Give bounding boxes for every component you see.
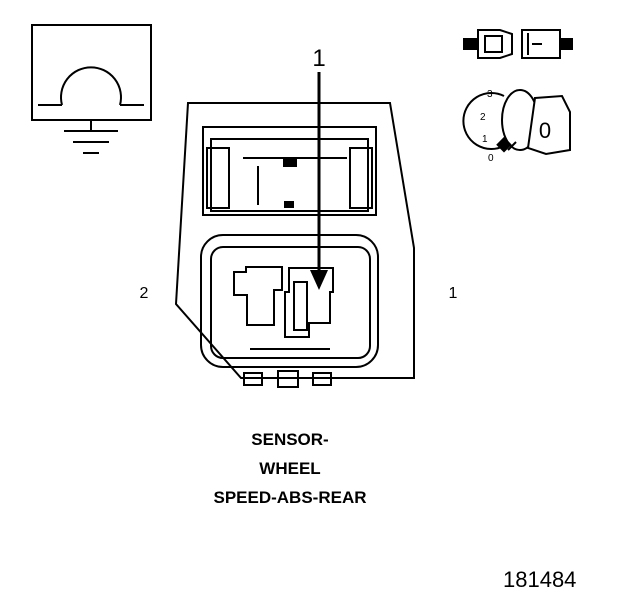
connector-housing xyxy=(174,102,415,388)
cavity-pin-1 xyxy=(284,267,334,338)
key-dial-icon xyxy=(462,89,571,156)
cavity-pin-2 xyxy=(233,266,283,326)
key-position-2: 2 xyxy=(480,112,486,123)
terminal-cavities xyxy=(233,266,334,338)
key-position-0: 0 xyxy=(488,153,494,164)
key-position-1: 1 xyxy=(482,134,488,145)
caption-line-3: SPEED-ABS-REAR xyxy=(213,488,367,507)
pin-label-left: 2 xyxy=(140,285,149,302)
connector-mating-icon xyxy=(463,29,573,59)
document-number: 181484 xyxy=(503,567,577,592)
key-position-3: 3 xyxy=(487,89,493,100)
pin-label-right: 1 xyxy=(449,285,458,302)
callout-number: 1 xyxy=(312,45,325,72)
sensor-ground-symbol-icon xyxy=(31,24,152,154)
key-glyph: 0 xyxy=(539,118,551,143)
callout-arrow xyxy=(310,72,328,290)
caption-line-1: SENSOR- xyxy=(251,430,329,449)
caption-line-2: WHEEL xyxy=(259,459,321,478)
